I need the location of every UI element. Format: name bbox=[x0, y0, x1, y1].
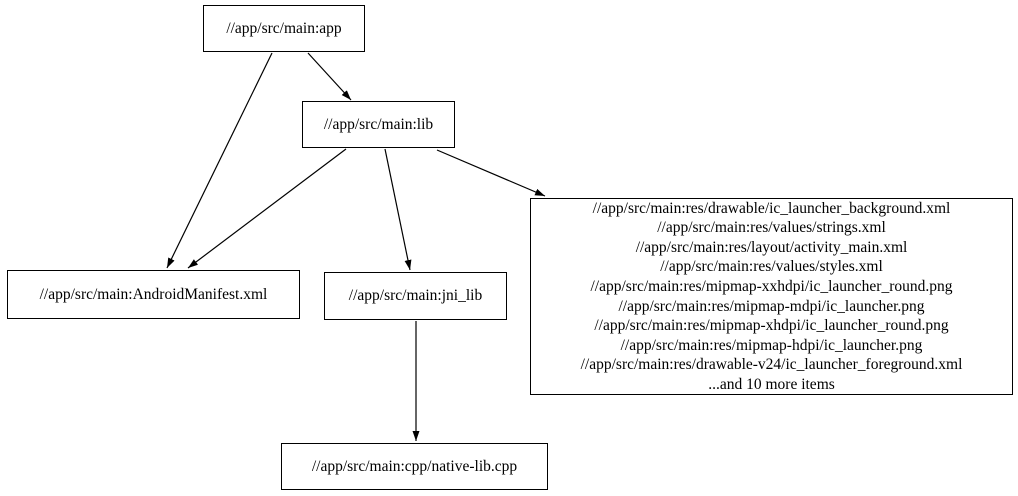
edge-lib-to-jni-lib bbox=[384, 148, 412, 271]
graph-node-lib: //app/src/main:lib bbox=[302, 101, 455, 148]
edge-lib-to-manifest bbox=[187, 148, 347, 269]
node-label-line: //app/src/main:res/mipmap-mdpi/ic_launch… bbox=[618, 297, 925, 315]
node-label-line: //app/src/main:jni_lib bbox=[348, 287, 483, 305]
node-label-line: //app/src/main:res/values/strings.xml bbox=[657, 219, 886, 237]
edge-app-to-manifest bbox=[166, 52, 273, 269]
node-label-line: //app/src/main:AndroidManifest.xml bbox=[39, 285, 268, 303]
node-label-line: //app/src/main:res/drawable-v24/ic_launc… bbox=[580, 356, 963, 374]
edge-lib-to-res bbox=[436, 149, 546, 197]
graph-node-cpp: //app/src/main:cpp/native-lib.cpp bbox=[281, 443, 548, 490]
edge-app-to-lib bbox=[307, 52, 352, 101]
graph-node-res: //app/src/main:res/drawable/ic_launcher_… bbox=[530, 198, 1013, 395]
node-label-line: //app/src/main:res/mipmap-xxhdpi/ic_laun… bbox=[590, 277, 953, 295]
node-label-line: //app/src/main:res/mipmap-hdpi/ic_launch… bbox=[620, 336, 923, 354]
node-label-line: //app/src/main:cpp/native-lib.cpp bbox=[311, 457, 518, 475]
graph-node-app: //app/src/main:app bbox=[203, 5, 365, 52]
graph-node-jni-lib: //app/src/main:jni_lib bbox=[324, 272, 507, 320]
graph-node-manifest: //app/src/main:AndroidManifest.xml bbox=[7, 270, 300, 319]
node-label-line: //app/src/main:lib bbox=[323, 115, 434, 133]
node-label-line: ...and 10 more items bbox=[708, 375, 835, 393]
node-label-line: //app/src/main:res/mipmap-xhdpi/ic_launc… bbox=[594, 317, 949, 335]
node-label-line: //app/src/main:res/drawable/ic_launcher_… bbox=[592, 199, 951, 217]
node-label-line: //app/src/main:res/layout/activity_main.… bbox=[635, 238, 908, 256]
node-label-line: //app/src/main:app bbox=[226, 19, 342, 37]
node-label-line: //app/src/main:res/values/styles.xml bbox=[660, 258, 883, 276]
